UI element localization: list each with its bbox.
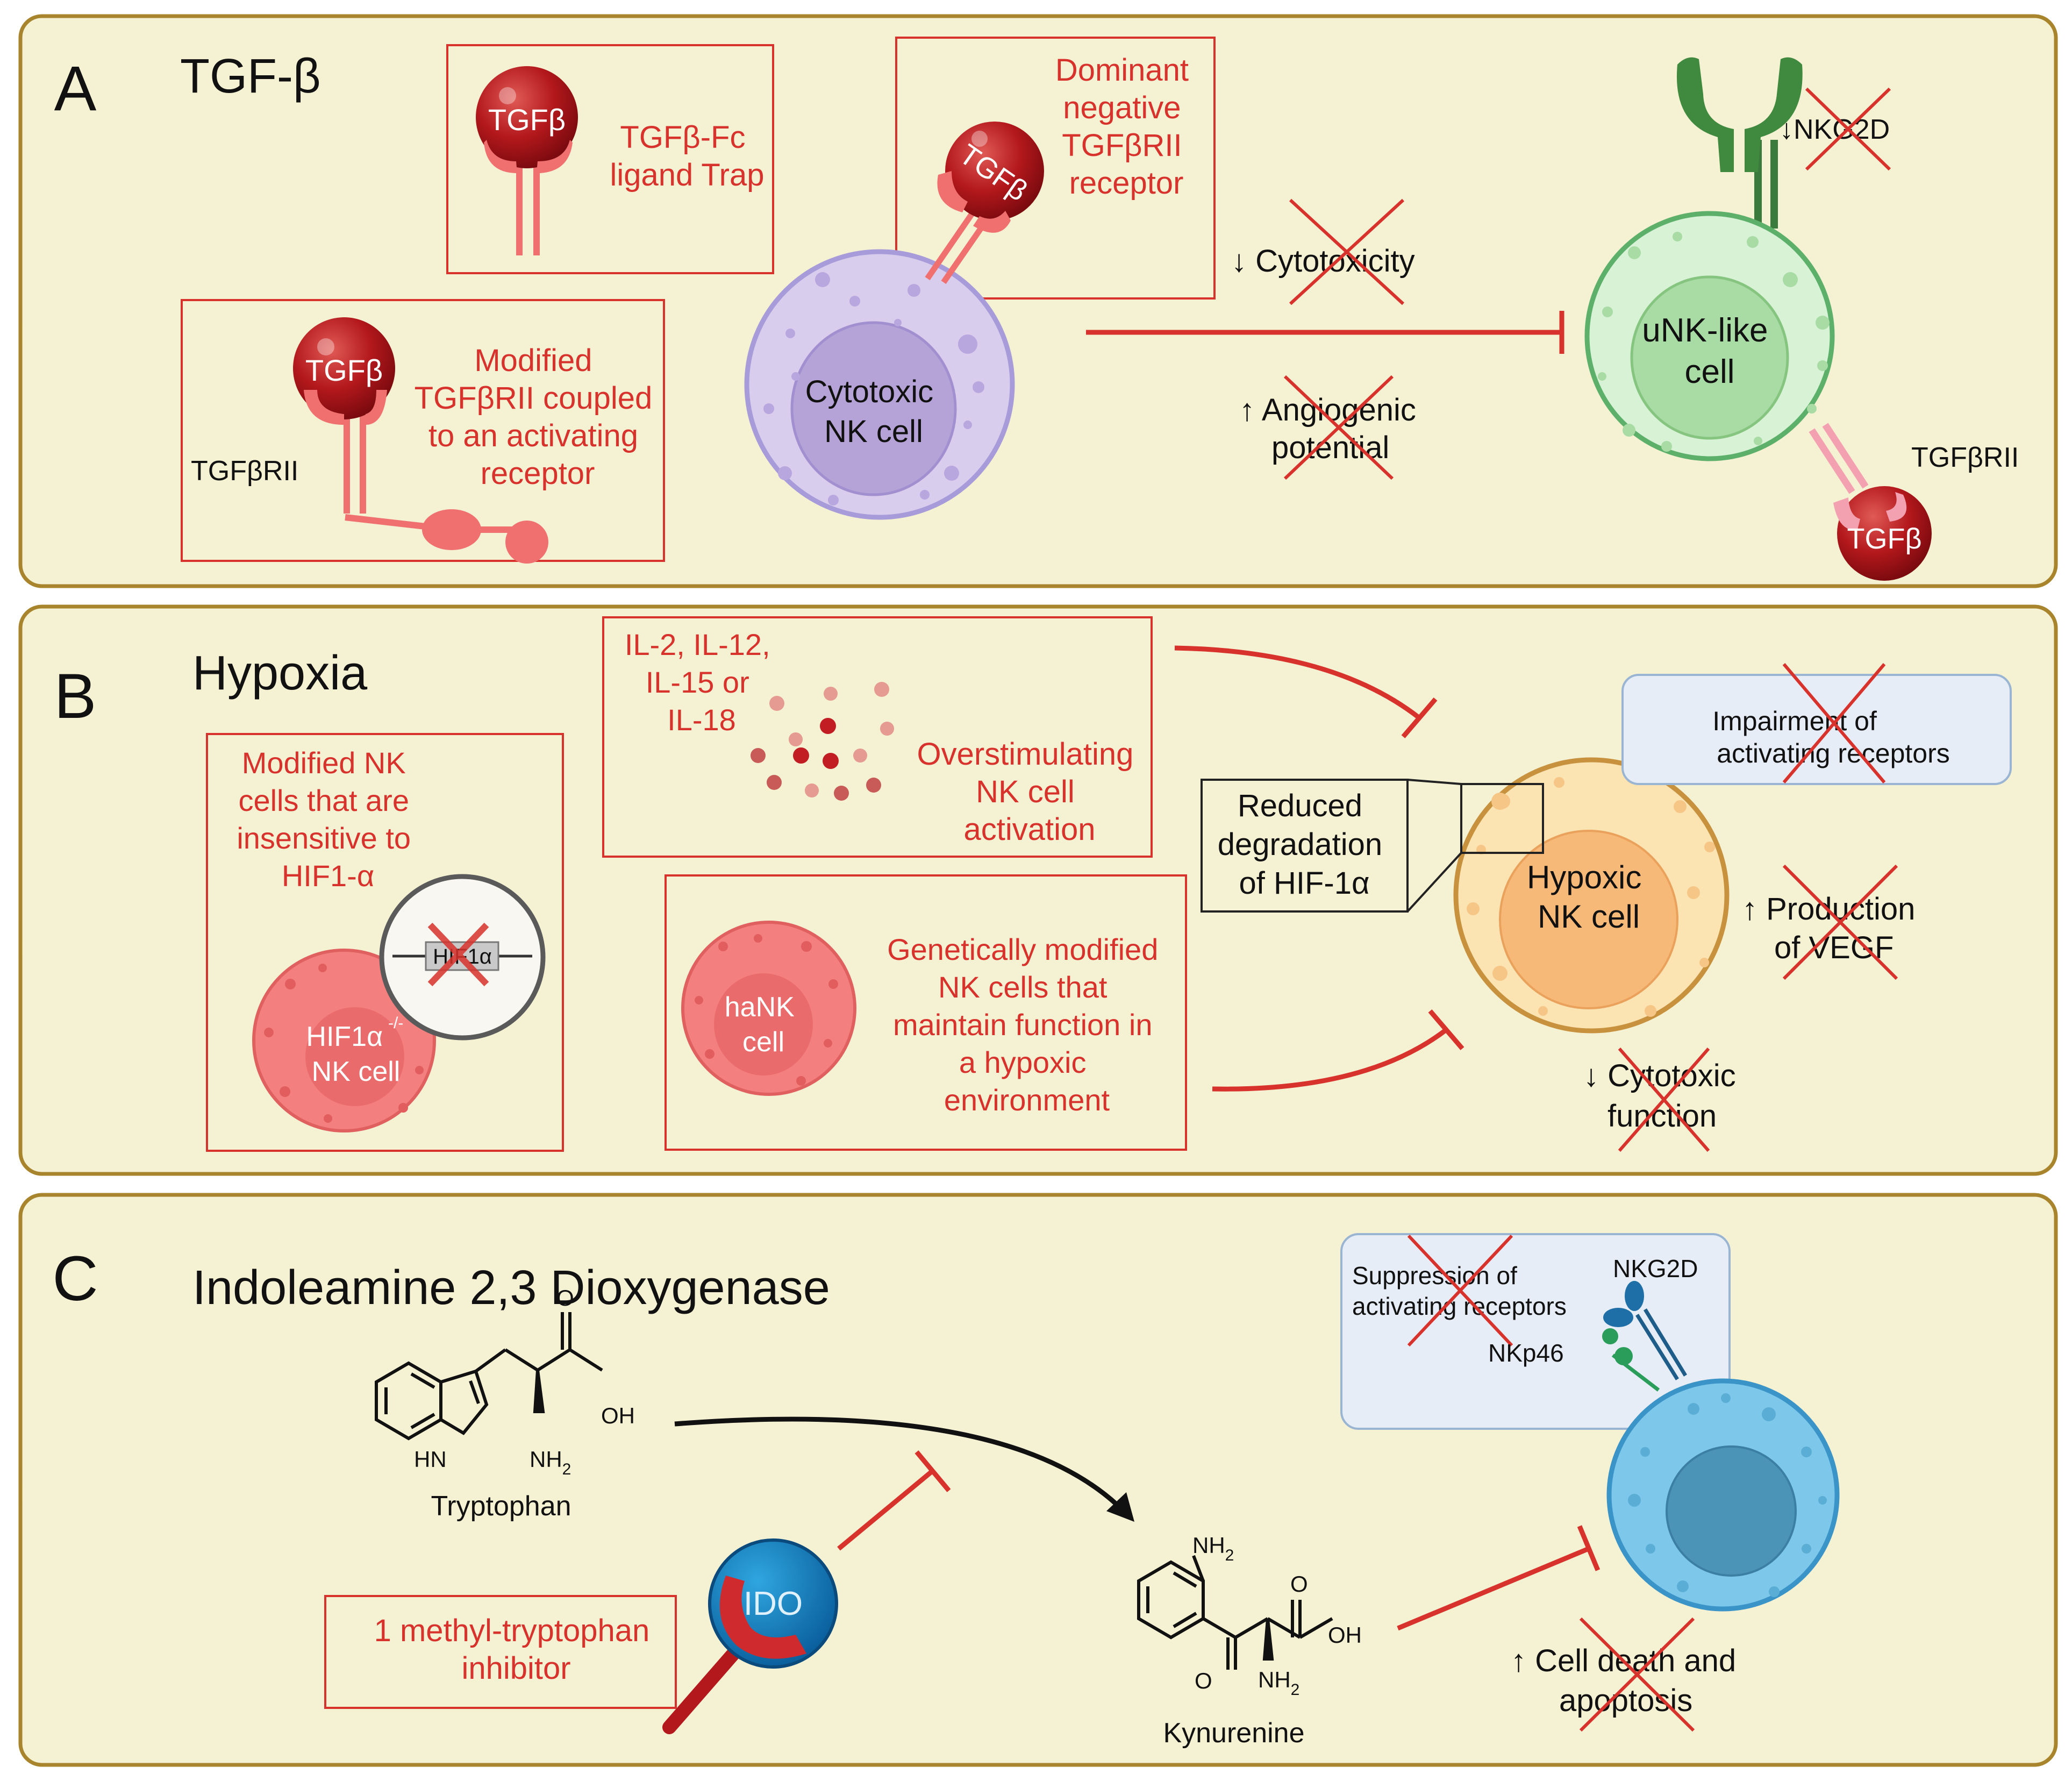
genetically-modified-label: Genetically modified NK cells that maint… (887, 932, 1167, 1117)
tryptophan-atoms: O OH (556, 1285, 635, 1428)
impairment-label: Impairment of activating receptors (1712, 706, 1950, 768)
kynurenine-nh2-bottom: NH2 (1258, 1667, 1299, 1699)
dominant-negative-box (895, 37, 1216, 300)
trap-ligand-label: TGFβ (488, 103, 566, 137)
nkp46-label: NKp46 (1488, 1339, 1564, 1367)
ligand-trap-label: TGFβ-Fc ligand Trap (610, 120, 765, 193)
cross-nkg2d (1805, 87, 1891, 171)
inhibitor-shape (719, 1576, 806, 1659)
zoom-line-top (1407, 779, 1462, 785)
hif-knockout-cell-label: HIF1α NK cell (306, 1021, 400, 1087)
panel-c-title: Indoleamine 2,3 Dioxygenase (192, 1261, 830, 1315)
panel-c-letter: C (52, 1243, 98, 1314)
hypoxic-nk-cell-label: Hypoxic NK cell (1527, 859, 1651, 935)
dominant-negative-label: Dominant negative TGFβRII receptor (1055, 53, 1197, 201)
hypoxic-nk-cell: Hypoxic NK cell (1453, 757, 1730, 1034)
cross-cytotoxic-function (1618, 1048, 1710, 1152)
zoom-region-box (1460, 783, 1544, 854)
blue-nk-cell (1606, 1378, 1840, 1612)
cross-cytotoxicity (1289, 198, 1405, 305)
cross-angiogenic (1283, 375, 1394, 480)
tryptophan-label: Tryptophan (431, 1491, 571, 1522)
kynurenine-nh2-top: NH2 (1192, 1533, 1234, 1564)
unk-like-cell: uNK-like cell (1584, 57, 1835, 461)
modified-receptor-icon: TGFβ (293, 317, 548, 564)
panel-a-letter: A (54, 53, 97, 124)
inhibition-arrow-b-top (1174, 645, 1438, 738)
hif-insensitive-label: Modified NK cells that are insensitive t… (237, 746, 419, 893)
unk-like-cell-label: uNK-like cell (1642, 312, 1777, 390)
ligand-trap-icon: TGFβ (476, 66, 578, 255)
cross-suppression (1407, 1234, 1513, 1347)
hif-box (206, 733, 564, 1152)
kynurenine-label: Kynurenine (1163, 1718, 1304, 1749)
panel-b-title: Hypoxia (192, 646, 368, 700)
nkg2d-label-c: NKG2D (1613, 1255, 1698, 1283)
tryptophan-nh2: NH2 (530, 1447, 571, 1478)
panel-a-title: TGF-β (180, 49, 321, 103)
modified-receptor-label: Modified TGFβRII coupled to an activatin… (415, 343, 661, 491)
impairment-box (1621, 674, 2012, 785)
panel-c: C Indoleamine 2,3 Dioxygenase O OH HN NH… (18, 1193, 2058, 1767)
reduced-degradation-label: Reduced degradation of HIF-1α (1218, 788, 1391, 901)
mod-receptor-label: TGFβRII (191, 455, 298, 487)
hif-knockout-superscript: -/- (388, 1014, 403, 1032)
cross-impairment (1782, 663, 1886, 783)
cytokine-label: IL-2, IL-12, IL-15 or IL-18 (625, 628, 778, 737)
unk-receptor-label: TGFβRII (1911, 442, 2019, 473)
unk-tgfbrii-receptor-icon: TGFβ (1809, 423, 1932, 581)
inhibition-arrow-b-bottom (1212, 1009, 1464, 1092)
ido-label: IDO (744, 1585, 803, 1622)
kynurenine-atoms: O OH O (1195, 1571, 1368, 1693)
mod-ligand-label: TGFβ (305, 353, 383, 387)
inhibitor-box (324, 1595, 677, 1709)
cell-death-label: ↑ Cell death and apoptosis (1511, 1643, 1745, 1718)
cytokine-dots (751, 682, 894, 801)
kynurenine-structure (1137, 1555, 1333, 1670)
cytotoxic-function-label: ↓ Cytotoxic function (1583, 1058, 1745, 1134)
nkg2d-receptor-right (1745, 57, 1803, 173)
tgfb-ligand-icon (476, 66, 578, 168)
hank-box (665, 874, 1187, 1151)
nkg2d-receptor-left (1676, 57, 1734, 173)
zoom-line-bottom (1406, 852, 1462, 913)
dominant-negative-receptor-icon: TGFβ (925, 122, 1044, 284)
suppression-label: Suppression of activating receptors (1352, 1262, 1567, 1320)
overstimulating-label: Overstimulating NK cell activation (917, 737, 1142, 847)
modified-receptor-box (181, 299, 665, 562)
cytotoxic-nk-cell-label: Cytotoxic NK cell (805, 374, 942, 449)
hif-knockout-cell: HIF1α HIF1α NK cell -/- (252, 874, 546, 1132)
inhibition-arrow-ido (837, 1450, 951, 1551)
panel-a: A TGF-β TGFβ TGFβ-Fc ligand Trap Dominan… (18, 14, 2058, 588)
angiogenic-label: ↑ Angiogenic potential (1239, 393, 1425, 465)
cytotoxic-nk-cell: Cytotoxic NK cell (744, 249, 1015, 520)
cross-hif-gene (427, 922, 489, 987)
ligand-trap-box (446, 44, 774, 274)
nkg2d-receptor-c (1603, 1281, 1687, 1380)
tryptophan-hn: HN (414, 1447, 447, 1472)
panel-b-letter: B (54, 661, 97, 732)
panel-b: B Hypoxia IL-2, IL-12, IL-15 or IL-18 Ov… (18, 604, 2058, 1176)
inhibition-arrow-c (1397, 1525, 1601, 1631)
conversion-arrow (674, 1416, 1134, 1522)
inhibition-arrow-a (1086, 311, 1564, 354)
ido-enzyme: IDO (662, 1538, 838, 1734)
cross-vegf (1782, 864, 1898, 980)
cross-cell-death (1579, 1617, 1695, 1732)
reduced-degradation-box (1201, 779, 1409, 913)
nkp46-receptor (1602, 1328, 1660, 1392)
hank-cell-label: haNK cell (725, 992, 803, 1058)
unk-ligand-label: TGFβ (1847, 523, 1921, 555)
tryptophan-structure (375, 1312, 603, 1441)
inhibitor-label: 1 methyl-tryptophan inhibitor (374, 1613, 659, 1686)
cytokine-box (602, 616, 1153, 858)
hank-cell: haNK cell (681, 921, 856, 1096)
panel-b-background (18, 604, 2058, 1176)
